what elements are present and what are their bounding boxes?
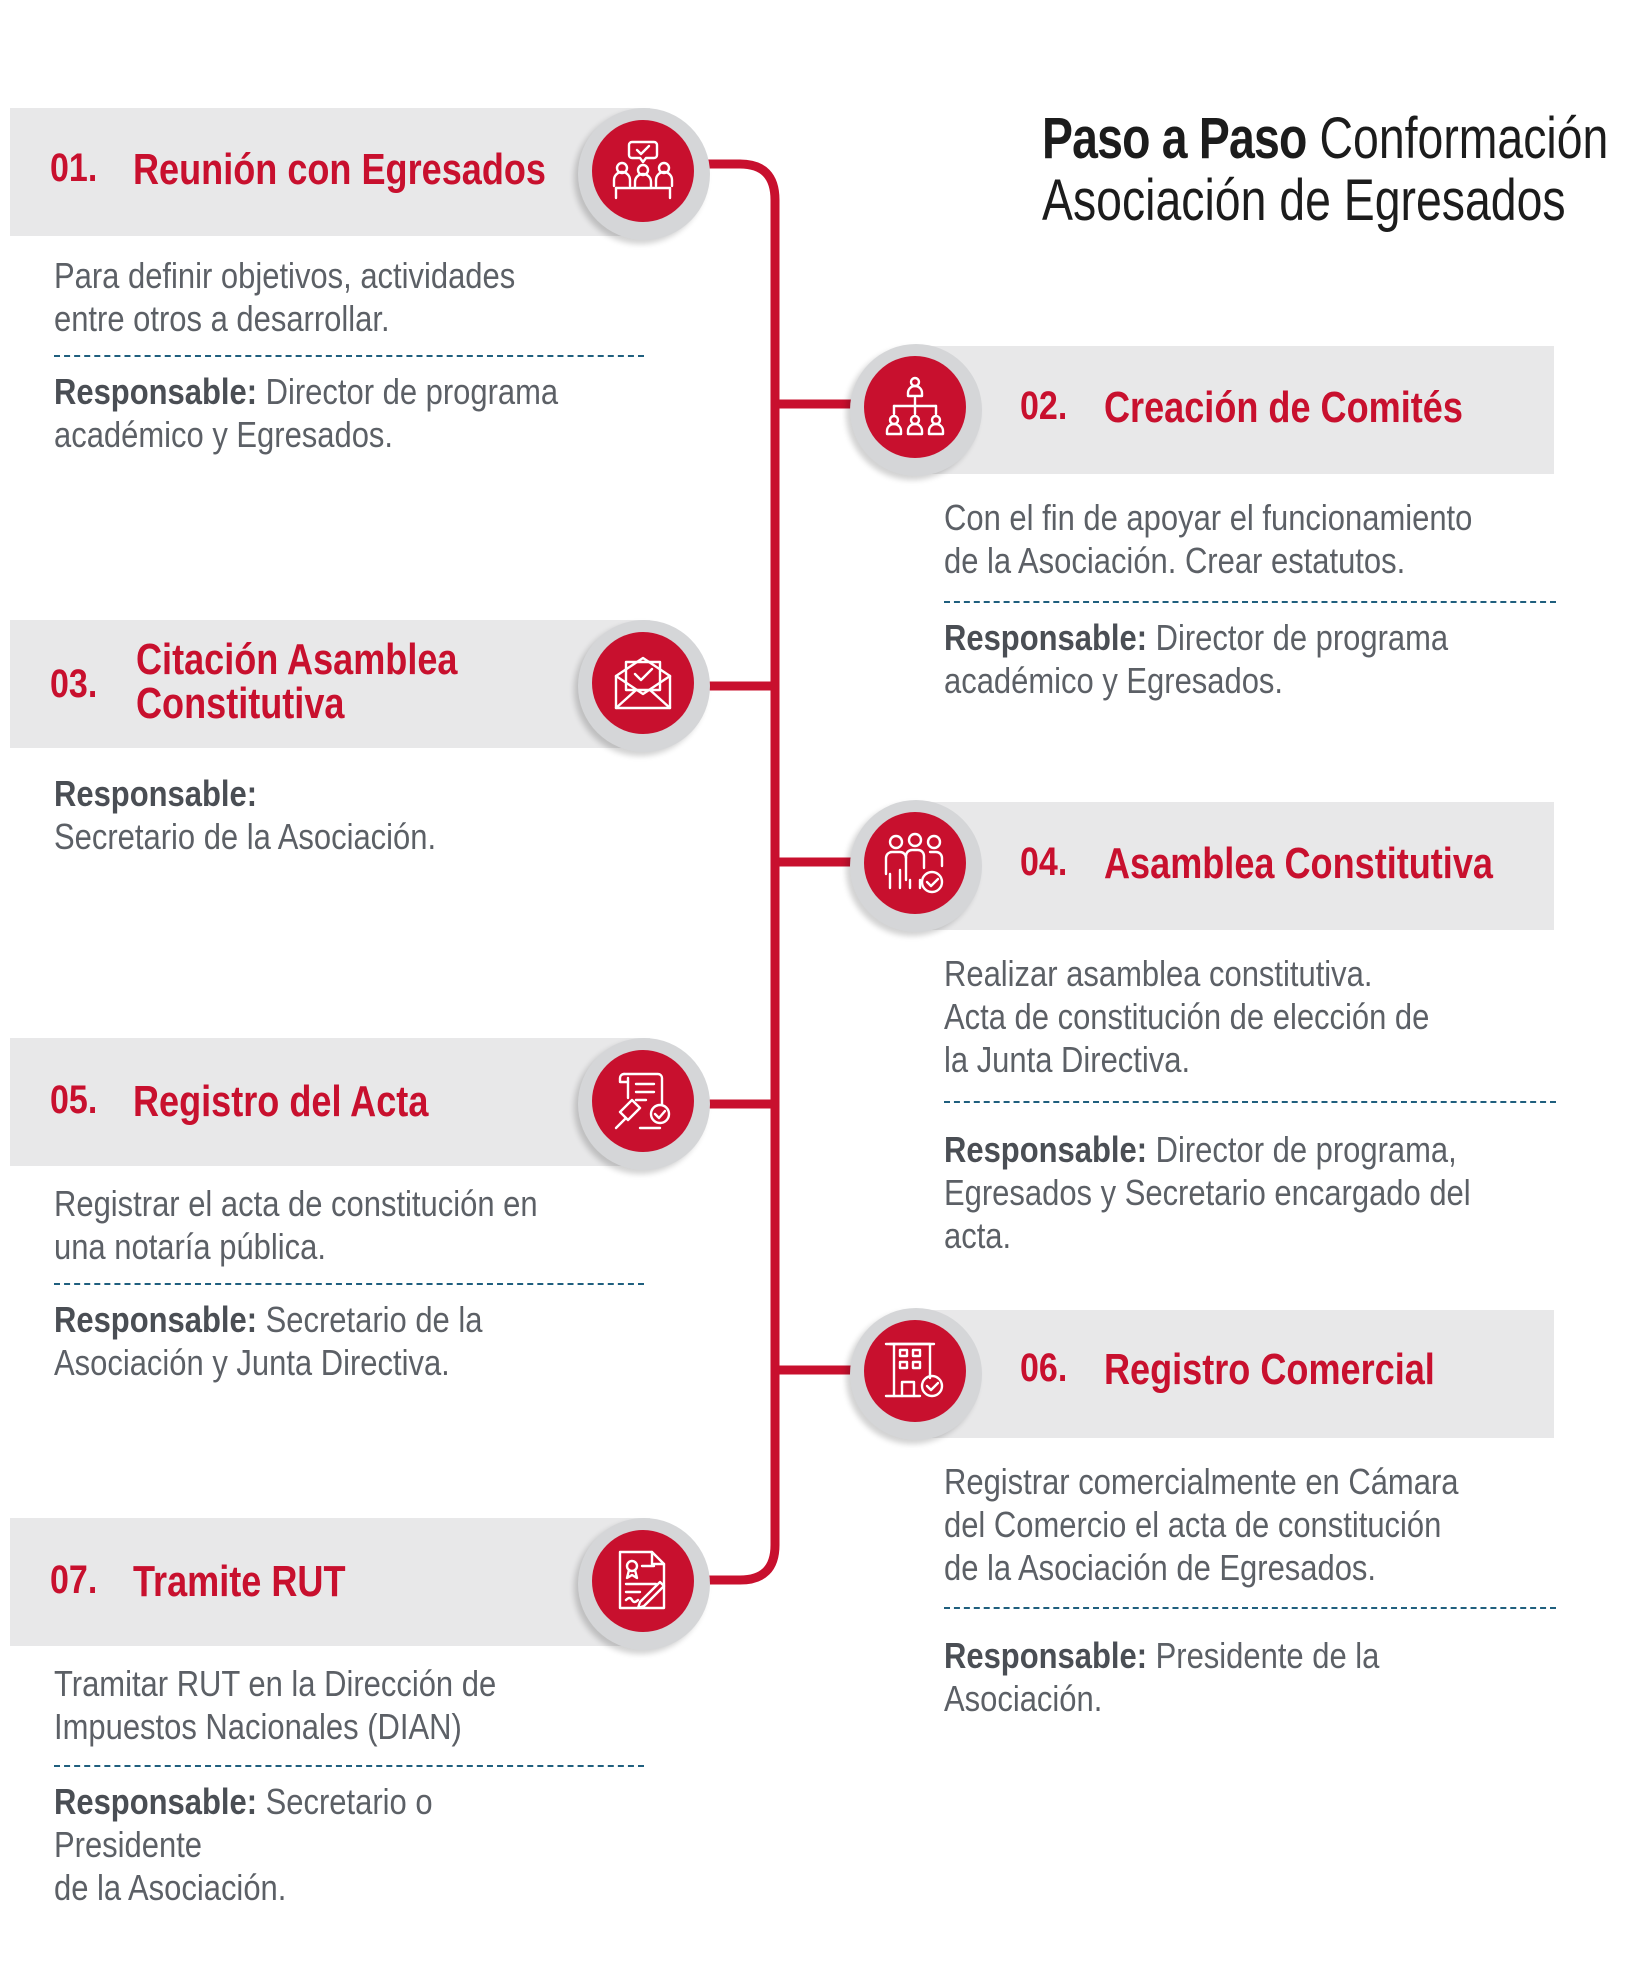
step-03-responsible-label: Responsable:: [54, 773, 258, 814]
step-05-bar: [10, 1038, 650, 1166]
step-01-responsible-label: Responsable:: [54, 371, 258, 412]
step-04-title: Asamblea Constitutiva: [1104, 839, 1493, 888]
step-07-responsible: Responsable: Secretario o Presidente de …: [54, 1780, 587, 1909]
step-04-number: 04.: [1020, 840, 1068, 884]
title-line2: Asociación de Egresados: [1042, 168, 1566, 233]
step-02-number: 02.: [1020, 384, 1068, 428]
step-04-divider: [944, 1101, 1556, 1103]
step-04-responsible-value: Director de programa, Egresados y Secret…: [944, 1129, 1471, 1256]
step-06-responsible-value: Presidente de la Asociación.: [944, 1635, 1380, 1719]
step-01-bar: [10, 108, 650, 236]
step-06-description: Registrar comercialmente en Cámara del C…: [944, 1461, 1459, 1588]
title-rest: Conformación: [1319, 106, 1609, 171]
step-03-number: 03.: [50, 662, 98, 706]
step-02-responsible: Responsable: Director de programa académ…: [944, 616, 1477, 702]
page-title: Paso a Paso Conformación Asociación de E…: [918, 106, 1608, 233]
step-02-responsible-value: Director de programa académico y Egresad…: [944, 617, 1449, 701]
step-04-icon-disc: [850, 800, 982, 932]
step-06-number: 06.: [1020, 1346, 1068, 1390]
step-02-divider: [944, 601, 1556, 603]
step-01-responsible: Responsable: Director de programa académ…: [54, 370, 587, 456]
title-bold: Paso a Paso: [1042, 106, 1307, 171]
envelope-check-icon: [614, 656, 672, 710]
meeting-icon: [612, 140, 674, 200]
step-02-title: Creación de Comités: [1104, 383, 1463, 432]
step-04-responsible: Responsable: Director de programa, Egres…: [944, 1128, 1494, 1257]
step-07-icon-disc: [578, 1518, 710, 1650]
step-06-divider: [944, 1607, 1556, 1609]
step-05-responsible-value: Secretario de la Asociación y Junta Dire…: [54, 1299, 483, 1383]
step-03-title: Citación Asamblea Constitutiva: [136, 635, 458, 728]
step-06-bar: [920, 1310, 1554, 1438]
step-07-number: 07.: [50, 1558, 98, 1602]
step-02-icon-disc: [850, 344, 982, 476]
step-01-icon-disc: [578, 108, 710, 240]
step-06-title: Registro Comercial: [1104, 1345, 1435, 1394]
step-03-bar: [10, 620, 650, 748]
step-06-responsible: Responsable: Presidente de la Asociación…: [944, 1634, 1494, 1720]
step-07-title: Tramite RUT: [133, 1557, 346, 1606]
step-05-title: Registro del Acta: [133, 1077, 429, 1126]
step-05-icon-disc: [578, 1038, 710, 1170]
step-01-title: Reunión con Egresados: [133, 145, 546, 194]
step-05-number: 05.: [50, 1078, 98, 1122]
step-04-bar: [920, 802, 1554, 930]
step-04-description: Realizar asamblea constitutiva. Acta de …: [944, 953, 1430, 1080]
step-05-description: Registrar el acta de constitución en una…: [54, 1183, 538, 1267]
step-02-responsible-label: Responsable:: [944, 617, 1148, 658]
step-07-bar: [10, 1518, 650, 1646]
step-03-icon-disc: [578, 620, 710, 752]
step-05-responsible-label: Responsable:: [54, 1299, 258, 1340]
step-02-description: Con el fin de apoyar el funcionamiento d…: [944, 497, 1473, 581]
document-gavel-icon: [614, 1072, 671, 1130]
step-07-divider: [54, 1765, 644, 1767]
certificate-pen-icon: [618, 1550, 666, 1610]
step-05-responsible: Responsable: Secretario de la Asociación…: [54, 1298, 587, 1384]
step-03-responsible-value: Secretario de la Asociación.: [54, 816, 437, 857]
org-chart-icon: [885, 376, 945, 436]
step-02-bar: [920, 346, 1554, 474]
building-check-icon: [884, 1342, 944, 1398]
step-07-description: Tramitar RUT en la Dirección de Impuesto…: [54, 1663, 497, 1747]
step-07-responsible-label: Responsable:: [54, 1781, 258, 1822]
step-01-responsible-value: Director de programa académico y Egresad…: [54, 371, 559, 455]
step-01-number: 01.: [50, 146, 98, 190]
step-01-description: Para definir objetivos, actividades entr…: [54, 255, 516, 339]
step-07-responsible-value: Secretario o Presidente de la Asociación…: [54, 1781, 433, 1908]
step-05-divider: [54, 1283, 644, 1285]
step-06-responsible-label: Responsable:: [944, 1635, 1148, 1676]
step-04-responsible-label: Responsable:: [944, 1129, 1148, 1170]
step-03-responsible: Responsable: Secretario de la Asociación…: [54, 772, 587, 858]
group-check-icon: [884, 832, 944, 894]
step-01-divider: [54, 355, 644, 357]
step-06-icon-disc: [850, 1308, 982, 1440]
